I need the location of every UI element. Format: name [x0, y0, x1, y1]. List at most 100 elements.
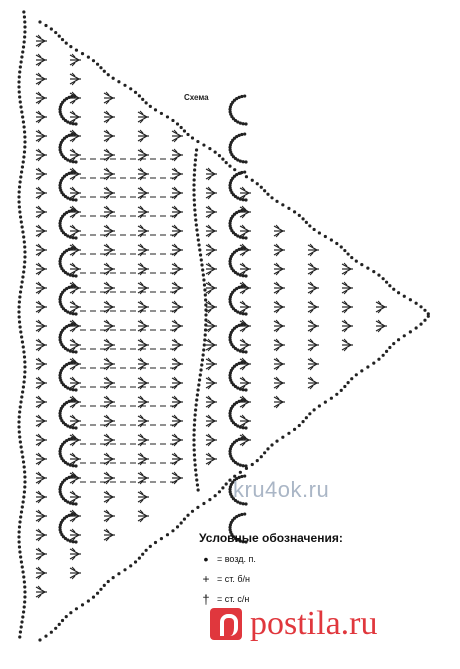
stitch-stroke	[273, 320, 284, 327]
stitch-stroke	[207, 252, 212, 257]
chain-dot	[199, 258, 203, 262]
stitch-stroke	[377, 319, 382, 324]
chain-dot	[66, 272, 70, 276]
stitch-stroke	[173, 395, 178, 400]
stitch-stroke	[37, 186, 42, 191]
chain-dot	[68, 425, 72, 429]
stitch-stroke	[241, 290, 246, 295]
chain-dot	[202, 278, 206, 282]
stitch-stroke	[105, 499, 110, 504]
chain-dot	[312, 408, 316, 412]
stitch-stroke	[239, 211, 250, 218]
stitch-stroke	[137, 515, 148, 522]
stitch-stroke	[137, 472, 148, 479]
chain-dot	[58, 300, 62, 304]
stitch-stroke	[307, 363, 318, 370]
chain-dot	[20, 55, 24, 59]
chain-dot	[343, 384, 347, 389]
stitch-stroke	[35, 339, 46, 346]
chain-dot	[21, 390, 25, 394]
chain-dot	[196, 388, 200, 392]
stitch-stroke	[139, 300, 144, 305]
stitch-stroke	[105, 224, 110, 229]
stitch-stroke	[37, 271, 42, 276]
chain-dot	[18, 180, 22, 184]
chain-dot	[235, 515, 239, 519]
chain-dot	[67, 285, 71, 289]
stitch-stroke	[35, 230, 46, 237]
stitch-stroke	[273, 339, 284, 346]
chain-dot	[66, 500, 70, 504]
stitch-stroke	[105, 480, 110, 485]
stitch-stroke	[103, 515, 114, 522]
chain-dot	[59, 454, 63, 458]
stitch-stroke	[273, 382, 284, 389]
stitch-stroke	[35, 377, 46, 384]
chain-dot	[235, 173, 239, 177]
stitch-stroke	[171, 301, 182, 308]
stitch-stroke	[239, 287, 250, 294]
stitch-stroke	[137, 401, 148, 408]
stitch-stroke	[239, 230, 250, 237]
chain-dot	[23, 35, 27, 39]
chain-dot	[238, 235, 242, 239]
stitch-stroke	[35, 453, 46, 460]
chain-dot	[171, 529, 175, 533]
chain-dot	[17, 185, 22, 189]
chain-dot	[229, 340, 233, 344]
stitch-stroke	[205, 306, 216, 313]
chain-dot	[193, 168, 197, 172]
stitch-stroke	[35, 472, 46, 479]
stitch-stroke	[343, 309, 348, 314]
chain-dot	[339, 388, 343, 392]
chain-dot	[22, 240, 26, 244]
chain-dot	[237, 399, 241, 403]
chain-dot	[18, 630, 23, 634]
chain-dot	[346, 381, 350, 385]
chain-dot	[68, 197, 72, 201]
stitch-stroke	[171, 396, 182, 403]
chain-dot	[20, 335, 24, 339]
chain-dot	[244, 350, 248, 354]
chain-dot	[65, 249, 69, 253]
stitch-stroke	[139, 376, 144, 381]
stitch-stroke	[137, 325, 148, 332]
stitch-stroke	[205, 377, 216, 384]
stitch-stroke	[137, 282, 148, 289]
stitch-stroke	[309, 376, 314, 381]
chain-dot	[228, 262, 232, 266]
chain-dot	[19, 175, 23, 179]
stitch-stroke	[35, 548, 46, 555]
stitch-stroke	[103, 244, 114, 251]
chain-dot	[312, 227, 316, 232]
stitch-stroke	[239, 325, 250, 332]
stitch-stroke	[137, 130, 148, 137]
stitch-stroke	[37, 452, 42, 457]
stitch-stroke	[241, 442, 246, 447]
stitch-stroke	[273, 249, 284, 256]
stitch-stroke	[35, 282, 46, 289]
stitch-stroke	[137, 249, 148, 256]
chain-dot	[18, 95, 22, 99]
stitch-stroke	[273, 377, 284, 384]
stitch-stroke	[139, 518, 144, 523]
stitch-stroke	[205, 173, 216, 180]
chain-dot	[22, 150, 27, 154]
brand-logo[interactable]: postila.ru	[210, 605, 377, 643]
chain-dot	[236, 348, 240, 352]
chain-dot	[287, 431, 291, 435]
stitch-stroke	[207, 442, 212, 447]
chain-dot	[270, 443, 274, 447]
stitch-stroke	[173, 138, 178, 143]
chain-dot	[58, 186, 62, 190]
chain-dot	[23, 585, 27, 589]
stitch-stroke	[341, 301, 352, 308]
stitch-stroke	[71, 110, 76, 115]
stitch-stroke	[307, 377, 318, 384]
chain-dot	[238, 387, 242, 391]
chain-dot	[275, 439, 279, 443]
stitch-stroke	[377, 300, 382, 305]
chain-dot	[287, 206, 291, 210]
stitch-stroke	[103, 225, 114, 232]
chain-dot	[396, 291, 401, 295]
